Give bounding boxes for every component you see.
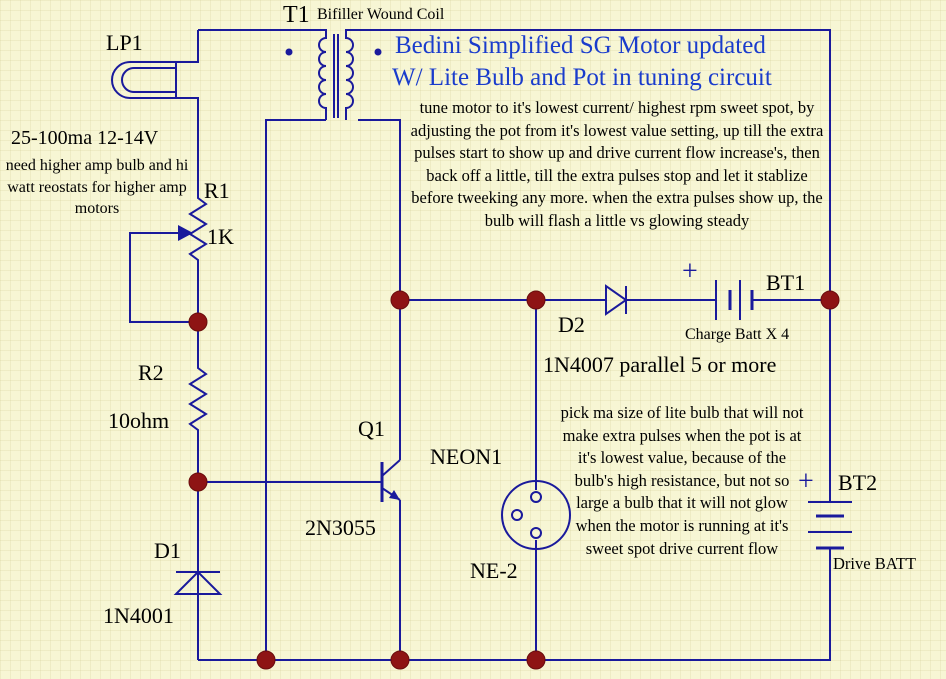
d2-triangle bbox=[605, 284, 628, 316]
neon1-designator: NEON1 bbox=[430, 444, 503, 469]
battery-bt2 bbox=[808, 501, 852, 550]
junction-base bbox=[188, 472, 208, 492]
bulb-spec-note: 25-100ma 12-14V bbox=[11, 127, 159, 149]
transformer-t1 bbox=[285, 29, 382, 120]
r1-value: 1K bbox=[207, 224, 234, 249]
phase-dot-left bbox=[285, 48, 293, 56]
r1-zigzag bbox=[188, 170, 208, 272]
diode-d2 bbox=[605, 284, 628, 316]
r2-zigzag bbox=[188, 358, 208, 440]
title-line-1: Bedini Simplified SG Motor updated bbox=[395, 32, 766, 59]
bt2-plus: + bbox=[798, 466, 814, 497]
d1-designator: D1 bbox=[154, 538, 181, 563]
r2-designator: R2 bbox=[138, 360, 164, 385]
q1-collector-leg bbox=[381, 459, 401, 477]
neon-electrode-top bbox=[530, 491, 542, 503]
junctions bbox=[188, 290, 840, 670]
neon-lamp-neon1 bbox=[501, 480, 571, 550]
wires bbox=[129, 29, 831, 661]
neon-envelope bbox=[501, 480, 571, 550]
higher-amp-note: need higher amp bulb and hi watt reostat… bbox=[5, 157, 189, 217]
r1-designator: R1 bbox=[204, 178, 230, 203]
coil-right-winding bbox=[345, 29, 358, 120]
t1-value: Bifiller Wound Coil bbox=[317, 6, 445, 23]
junction-neon-top bbox=[526, 290, 546, 310]
wire-lp1-upper bbox=[176, 30, 199, 63]
neon1-value: NE-2 bbox=[470, 558, 518, 583]
d2-designator: D2 bbox=[558, 312, 585, 337]
junction-bottom-emitter bbox=[390, 650, 410, 670]
coil-left-winding bbox=[313, 29, 327, 120]
junction-collector bbox=[390, 290, 410, 310]
wire-collector bbox=[358, 119, 401, 460]
bt2-designator: BT2 bbox=[838, 470, 878, 495]
r1-wiper-arrow bbox=[178, 225, 193, 241]
resistor-r2 bbox=[188, 358, 208, 440]
bt1-plus: + bbox=[682, 256, 698, 287]
lamp-envelope bbox=[111, 61, 177, 99]
bt1-designator: BT1 bbox=[766, 270, 806, 295]
wire-lp1-lower bbox=[176, 97, 199, 170]
potentiometer-r1 bbox=[178, 170, 208, 272]
lamp-lp1 bbox=[111, 61, 177, 99]
neon-electrode-left bbox=[511, 509, 523, 521]
junction-bt1-right bbox=[820, 290, 840, 310]
junction-r1-r2 bbox=[188, 312, 208, 332]
d2-value: 1N4007 parallel 5 or more bbox=[543, 352, 777, 377]
battery-bt1 bbox=[715, 280, 754, 320]
q1-value: 2N3055 bbox=[305, 515, 376, 540]
title-line-2: W/ Lite Bulb and Pot in tuning circuit bbox=[392, 64, 772, 91]
diode-d1 bbox=[173, 570, 223, 596]
junction-bottom-coil bbox=[256, 650, 276, 670]
transistor-q1 bbox=[376, 459, 401, 502]
bulb-selection-note: pick ma size of lite bulb that will not … bbox=[560, 403, 804, 558]
tuning-note: tune motor to it's lowest current/ highe… bbox=[410, 98, 824, 230]
q1-designator: Q1 bbox=[358, 416, 385, 441]
t1-designator: T1 bbox=[283, 2, 310, 28]
bt1-value: Charge Batt X 4 bbox=[685, 326, 790, 343]
d1-value: 1N4001 bbox=[103, 603, 174, 628]
lp1-designator: LP1 bbox=[106, 30, 143, 55]
junction-bottom-neon bbox=[526, 650, 546, 670]
bt2-value: Drive BATT bbox=[833, 554, 916, 573]
lamp-filament bbox=[121, 67, 176, 93]
r2-value: 10ohm bbox=[108, 408, 170, 433]
wire-coil-return bbox=[265, 119, 326, 660]
wire-pot-wiper bbox=[129, 232, 198, 323]
d1-triangle bbox=[173, 570, 223, 595]
phase-dot-right bbox=[374, 48, 382, 56]
neon-electrode-bottom bbox=[530, 527, 542, 539]
wire-top-right bbox=[358, 29, 831, 300]
q1-emitter-arrow bbox=[389, 490, 400, 500]
